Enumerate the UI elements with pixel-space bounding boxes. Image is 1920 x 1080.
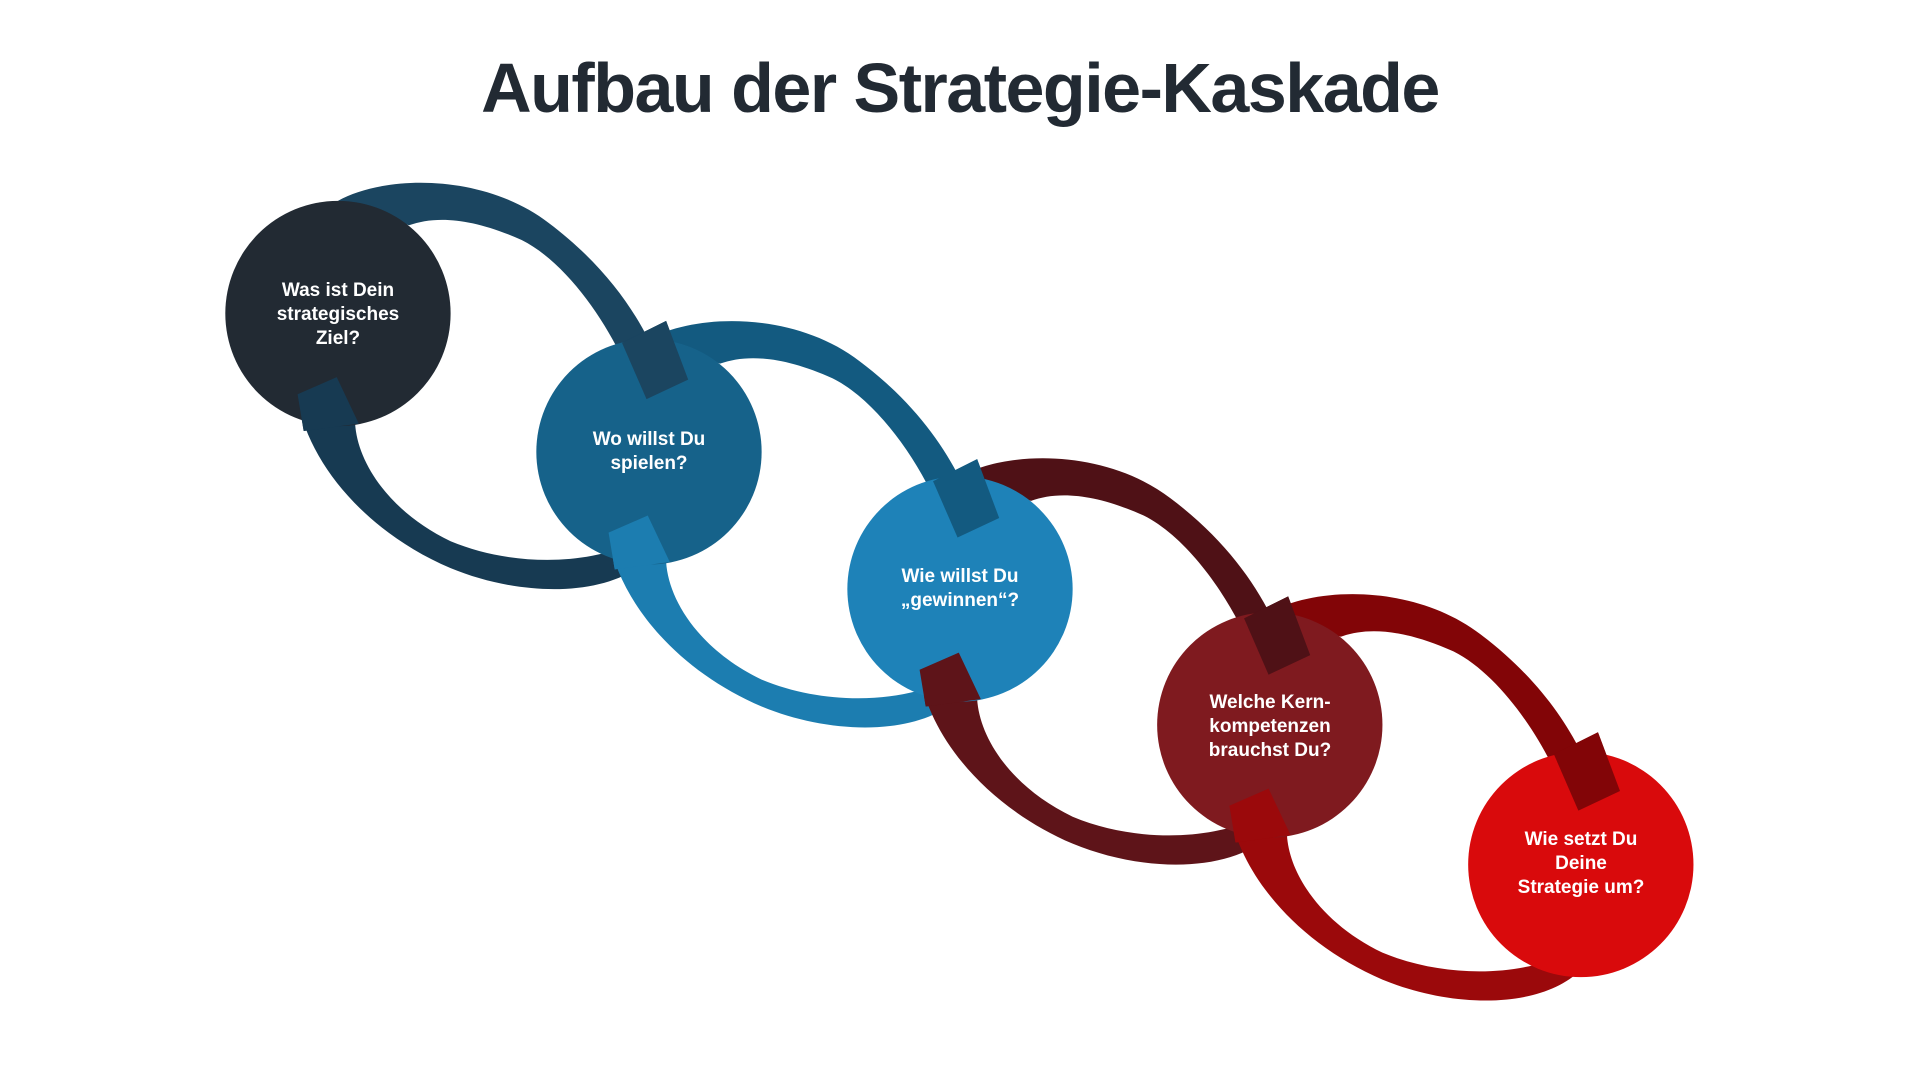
step-1-label: Was ist Dein strategisches Ziel? (276, 280, 400, 349)
step-circle-1 (225, 200, 451, 427)
step-circle-5 (1468, 751, 1694, 978)
slide-title: Aufbau der Strategie-Kaskade (481, 49, 1440, 127)
step-5-label: Wie setzt Du Deine Strategie um? (1517, 829, 1645, 898)
step-4-label: Welche Kern- kompetenzen brauchst Du? (1208, 692, 1332, 761)
step-circle-2 (536, 339, 762, 565)
step-circle-4 (1157, 612, 1383, 838)
step-3-label: Wie willst Du „gewinnen“? (900, 566, 1020, 611)
step-2-label: Wo willst Du spielen? (592, 429, 706, 474)
step-circle-3 (847, 476, 1073, 702)
